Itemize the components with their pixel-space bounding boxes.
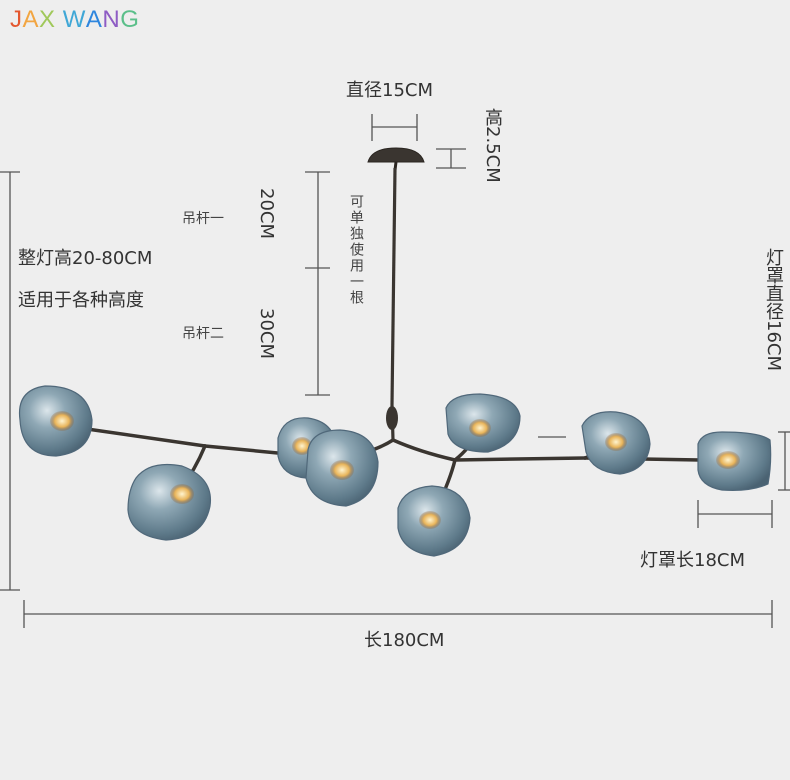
fits-all-heights-label: 适用于各种高度	[18, 290, 144, 311]
shade-8	[697, 431, 772, 491]
canopy-diameter-label: 直径15CM	[346, 80, 434, 101]
logo-letter: G	[120, 6, 140, 33]
total-height-label: 整灯高20-80CM	[18, 248, 153, 269]
canopy-height-label: 高2.5CM	[482, 108, 503, 183]
logo-letter: J	[10, 6, 23, 33]
brand-logo: JAX WANG	[10, 6, 139, 34]
rod-joint	[386, 406, 398, 430]
single-use-label: 可单独使用一根	[348, 194, 364, 306]
total-length-label: 长180CM	[364, 630, 445, 651]
logo-letter: W	[62, 6, 86, 33]
shade-diameter-label: 灯罩直径16CM	[763, 248, 784, 372]
hanging-rod	[390, 167, 397, 441]
shade-7	[581, 411, 651, 475]
rod-two-label: 吊杆二	[182, 326, 224, 342]
logo-letter: A	[22, 6, 40, 33]
rod-one-length-label: 20CM	[256, 188, 277, 240]
rod-one-label: 吊杆一	[182, 211, 224, 227]
logo-letter: N	[102, 6, 121, 33]
canopy	[367, 147, 425, 171]
shade-1	[18, 385, 93, 457]
shade-2	[127, 463, 212, 541]
shade-4	[305, 429, 379, 507]
dimension-lines	[0, 114, 790, 628]
rod-two-length-label: 30CM	[256, 308, 277, 360]
logo-letter: X	[39, 6, 56, 33]
shade-5	[397, 485, 471, 557]
shade-length-label: 灯罩长18CM	[640, 550, 746, 571]
glass-shades	[18, 385, 772, 557]
shade-6	[445, 393, 521, 453]
logo-letter: A	[85, 6, 103, 33]
